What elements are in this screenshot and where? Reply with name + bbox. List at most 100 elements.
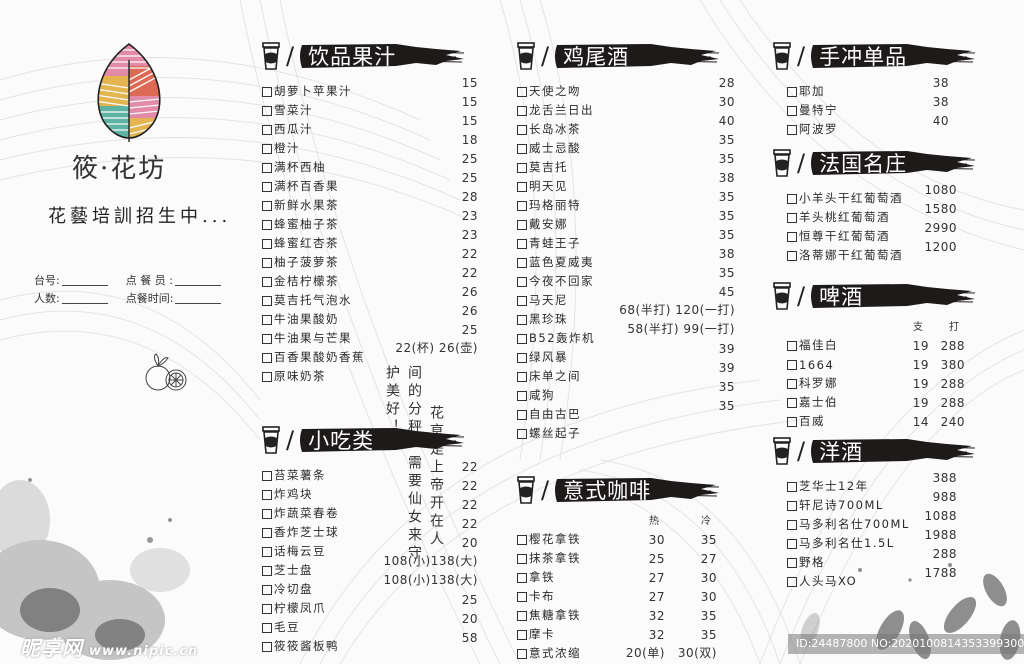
checkbox[interactable] (262, 277, 272, 287)
checkbox[interactable] (262, 623, 272, 633)
checkbox[interactable] (517, 182, 527, 192)
checkbox[interactable] (262, 144, 272, 154)
checkbox[interactable] (517, 429, 527, 439)
checkbox[interactable] (787, 577, 797, 587)
checkbox[interactable] (262, 471, 272, 481)
checkbox[interactable] (262, 201, 272, 211)
checkbox[interactable] (517, 649, 527, 659)
checkbox[interactable] (262, 642, 272, 652)
menu-item[interactable]: 螺丝起子 (517, 422, 735, 441)
checkbox[interactable] (262, 125, 272, 135)
checkbox[interactable] (517, 201, 527, 211)
checkbox[interactable] (262, 372, 272, 382)
checkbox[interactable] (517, 220, 527, 230)
checkbox[interactable] (517, 630, 527, 640)
checkbox[interactable] (262, 585, 272, 595)
checkbox[interactable] (517, 163, 527, 173)
checkbox[interactable] (262, 296, 272, 306)
checkbox[interactable] (787, 539, 797, 549)
checkbox[interactable] (517, 573, 527, 583)
checkbox[interactable] (787, 360, 797, 370)
checkbox[interactable] (517, 144, 527, 154)
checkbox[interactable] (787, 417, 797, 427)
checkbox[interactable] (517, 277, 527, 287)
people-count-field[interactable] (61, 294, 108, 304)
checkbox[interactable] (517, 334, 527, 344)
checkbox[interactable] (787, 379, 797, 389)
checkbox[interactable] (787, 501, 797, 511)
checkbox[interactable] (262, 334, 272, 344)
checkbox[interactable] (262, 509, 272, 519)
checkbox[interactable] (787, 520, 797, 530)
checkbox[interactable] (787, 125, 797, 135)
checkbox[interactable] (262, 182, 272, 192)
checkbox[interactable] (517, 372, 527, 382)
checkbox[interactable] (262, 106, 272, 116)
checkbox[interactable] (262, 566, 272, 576)
menu-item[interactable]: 原味奶茶 (262, 365, 478, 384)
checkbox[interactable] (262, 604, 272, 614)
checkbox[interactable] (262, 490, 272, 500)
checkbox[interactable] (517, 554, 527, 564)
checkbox[interactable] (517, 391, 527, 401)
checkbox[interactable] (517, 592, 527, 602)
checkbox[interactable] (262, 528, 272, 538)
checkbox[interactable] (262, 87, 272, 97)
checkbox[interactable] (517, 239, 527, 249)
checkbox[interactable] (262, 163, 272, 173)
checkbox[interactable] (787, 341, 797, 351)
checkbox[interactable] (787, 398, 797, 408)
checkbox[interactable] (262, 220, 272, 230)
checkbox[interactable] (787, 106, 797, 116)
